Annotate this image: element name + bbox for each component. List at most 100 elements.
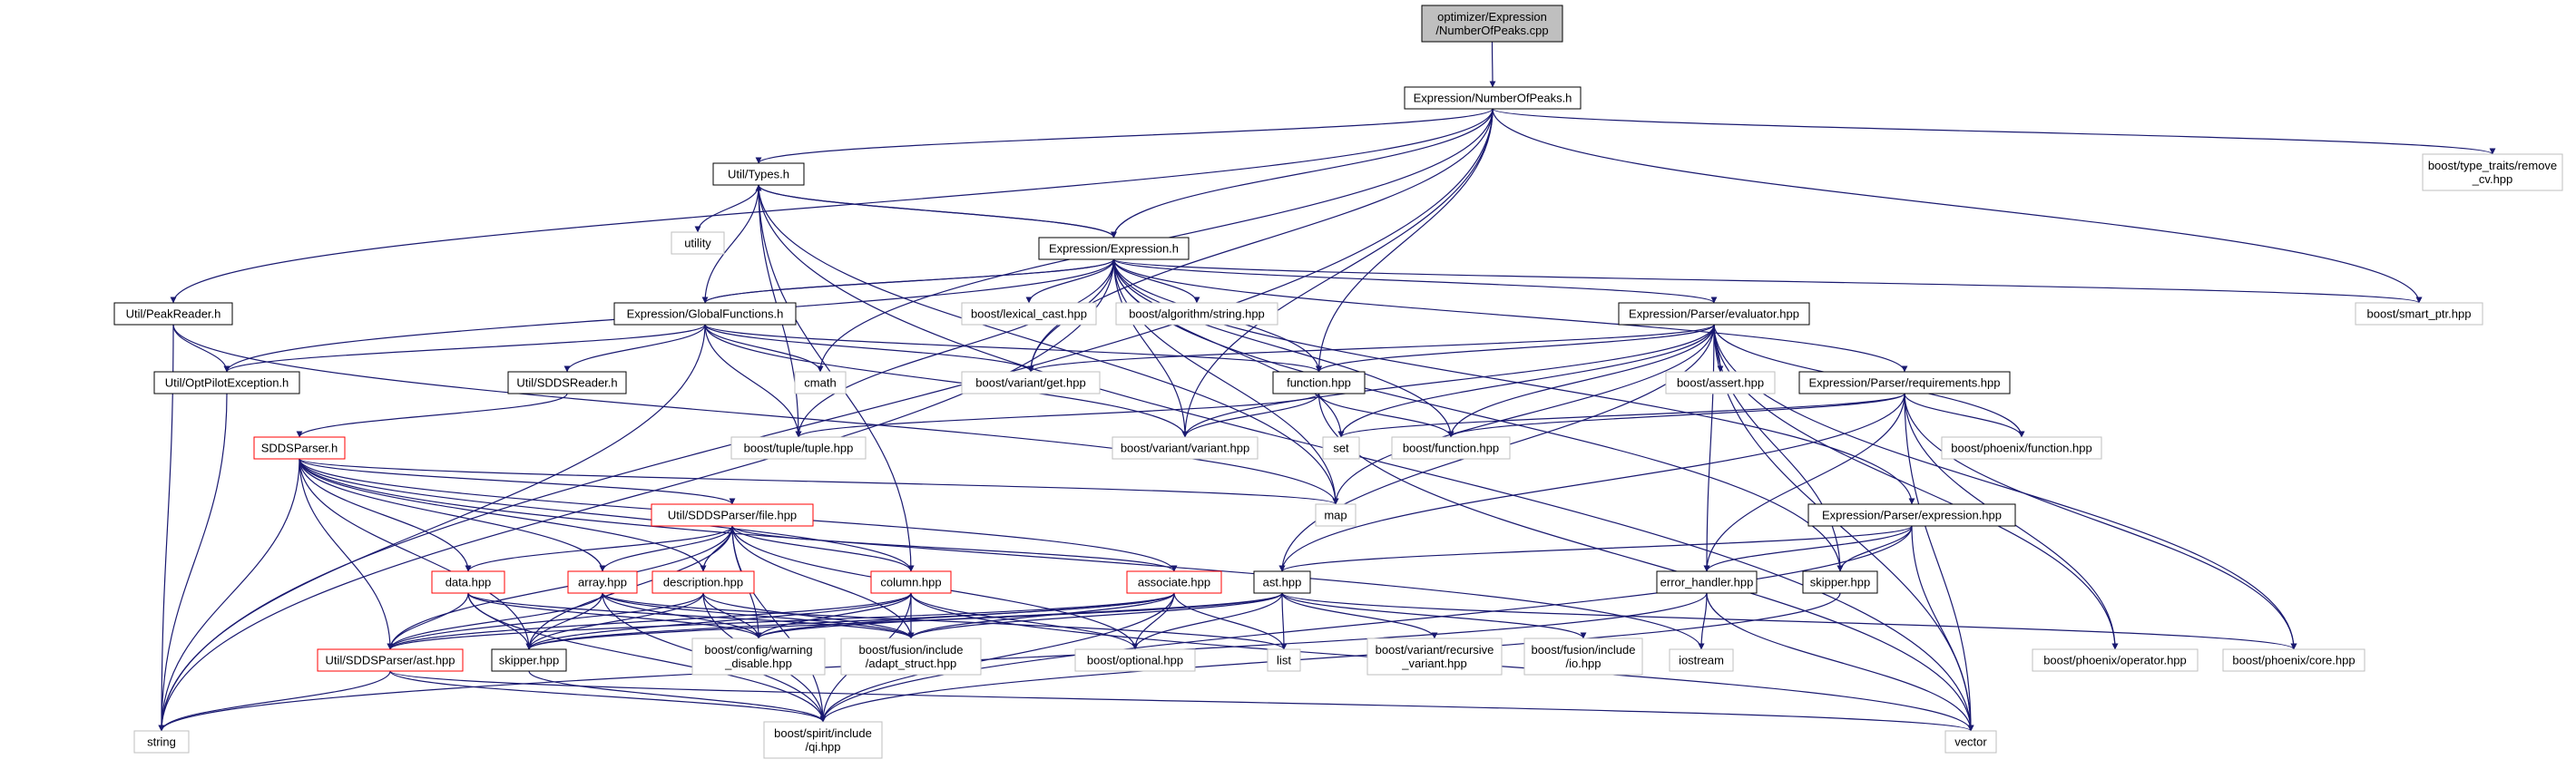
node-qi[interactable]: boost/spirit/include/qi.hpp	[763, 721, 883, 759]
node-algstr[interactable]: boost/algorithm/string.hpp	[1115, 302, 1278, 326]
node-label-vector: vector	[1954, 735, 1987, 749]
node-label-glob: Expression/GlobalFunctions.h	[627, 307, 784, 321]
node-data[interactable]: data.hpp	[431, 570, 505, 594]
node-glob[interactable]: Expression/GlobalFunctions.h	[613, 302, 797, 326]
node-box-evaluator	[1618, 302, 1810, 326]
node-phxcore[interactable]: boost/phoenix/core.hpp	[2222, 648, 2365, 672]
edge-sddsparser-to-data	[299, 458, 472, 572]
edge-sddsparser-to-iostream	[299, 458, 1705, 650]
node-label-iostream: iostream	[1679, 654, 1724, 667]
node-description[interactable]: description.hpp	[651, 570, 755, 594]
node-ast[interactable]: ast.hpp	[1253, 570, 1311, 594]
edge-errhandler-to-iostream	[1698, 592, 1708, 650]
node-box-file	[651, 503, 814, 527]
edge-errhandler-to-vector	[1706, 592, 1974, 732]
edge-types-to-utility	[694, 184, 759, 233]
node-label-qi: boost/spirit/include	[774, 726, 872, 740]
edge-nop-to-varvar	[1181, 108, 1494, 438]
edge-requirements-to-boostfunc	[1447, 393, 1905, 438]
node-label-requirements: Expression/Parser/requirements.hpp	[1809, 376, 2001, 390]
node-label-description: description.hpp	[663, 576, 743, 589]
node-assert[interactable]: boost/assert.hpp	[1665, 371, 1776, 394]
edge-data-to-adapt	[467, 592, 915, 639]
node-file[interactable]: Util/SDDSParser/file.hpp	[651, 503, 814, 527]
edge-sddsast-to-qi	[389, 670, 827, 723]
node-recvariant[interactable]: boost/variant/recursive_variant.hpp	[1366, 638, 1503, 676]
node-column[interactable]: column.hpp	[870, 570, 952, 594]
node-sddsreader[interactable]: Util/SDDSReader.h	[507, 371, 627, 394]
node-optional[interactable]: boost/optional.hpp	[1074, 648, 1196, 672]
node-peak[interactable]: Util/PeakReader.h	[113, 302, 233, 326]
node-evaluator[interactable]: Expression/Parser/evaluator.hpp	[1618, 302, 1810, 326]
node-map[interactable]: map	[1315, 503, 1357, 527]
node-tuple[interactable]: boost/tuple/tuple.hpp	[730, 436, 867, 460]
edge-column-to-skipper1	[525, 592, 912, 650]
node-expression[interactable]: Expression/Parser/expression.hpp	[1807, 503, 2016, 527]
node-remove_cv[interactable]: boost/type_traits/remove_cv.hpp	[2422, 153, 2563, 191]
edge-types-to-map	[758, 184, 1339, 505]
node-skipper2[interactable]: skipper.hpp	[1802, 570, 1878, 594]
edge-description-to-sddsast	[387, 592, 704, 650]
node-sddsast[interactable]: Util/SDDSParser/ast.hpp	[317, 648, 464, 672]
node-utility[interactable]: utility	[671, 231, 725, 255]
node-errhandler[interactable]: error_handler.hpp	[1656, 570, 1758, 594]
node-box-description	[651, 570, 755, 594]
edge-nop-to-remove_cv	[1492, 108, 2496, 155]
edge-expression-to-vector	[1911, 525, 1974, 732]
node-boostfunc[interactable]: boost/function.hpp	[1391, 436, 1511, 460]
node-varvar[interactable]: boost/variant/variant.hpp	[1112, 436, 1259, 460]
node-smartptr[interactable]: boost/smart_ptr.hpp	[2355, 302, 2483, 326]
node-string[interactable]: string	[133, 730, 190, 754]
edge-sddsast-to-vector	[389, 670, 1974, 732]
node-nop[interactable]: Expression/NumberOfPeaks.h	[1404, 86, 1582, 110]
node-label-varget: boost/variant/get.hpp	[975, 376, 1085, 390]
edge-requirements-to-set	[1337, 393, 1905, 438]
node-phxfunc[interactable]: boost/phoenix/function.hpp	[1941, 436, 2102, 460]
edge-function-to-varvar	[1181, 393, 1320, 438]
node-vector[interactable]: vector	[1944, 730, 1997, 754]
edge-root-to-nop	[1489, 41, 1496, 88]
node-list[interactable]: list	[1267, 648, 1301, 672]
edge-types-to-vector	[758, 184, 1974, 732]
node-label-fusionio: boost/fusion/include	[1532, 643, 1636, 657]
node-set[interactable]: set	[1322, 436, 1360, 460]
node-expr[interactable]: Expression/Expression.h	[1038, 237, 1190, 260]
node-cfgwarn[interactable]: boost/config/warning_disable.hpp	[691, 638, 826, 676]
node-label-map: map	[1324, 509, 1347, 522]
node-box-sddsast	[317, 648, 464, 672]
node-requirements[interactable]: Expression/Parser/requirements.hpp	[1798, 371, 2011, 394]
node-box-phxcore	[2222, 648, 2365, 672]
edge-nop-to-types	[755, 108, 1494, 164]
node-cmath[interactable]: cmath	[794, 371, 847, 394]
node-fusionio[interactable]: boost/fusion/include/io.hpp	[1523, 638, 1643, 676]
node-varget[interactable]: boost/variant/get.hpp	[961, 371, 1101, 394]
node-root[interactable]: optimizer/Expression/NumberOfPeaks.cpp	[1421, 5, 1563, 43]
edge-requirements-to-phxcore	[1904, 393, 2297, 650]
node-label-associate: associate.hpp	[1138, 576, 1210, 589]
node-lexcast[interactable]: boost/lexical_cast.hpp	[961, 302, 1097, 326]
edge-array-to-cfgwarn	[602, 592, 762, 639]
edge-ast-to-fusionio	[1281, 592, 1587, 639]
node-label-optexc: Util/OptPilotException.h	[165, 376, 289, 390]
node-types[interactable]: Util/Types.h	[712, 162, 805, 186]
node-phxop[interactable]: boost/phoenix/operator.hpp	[2032, 648, 2199, 672]
edge-glob-to-tuple	[704, 324, 802, 438]
edge-associate-to-cfgwarn	[755, 592, 1175, 639]
edge-column-to-sddsast	[387, 592, 912, 650]
node-function[interactable]: function.hpp	[1272, 371, 1366, 394]
edge-glob-to-function	[704, 324, 1322, 373]
node-label-remove_cv: boost/type_traits/remove	[2428, 159, 2557, 172]
node-skipper1[interactable]: skipper.hpp	[491, 648, 567, 672]
node-label-recvariant: boost/variant/recursive	[1376, 643, 1494, 657]
edge-expression-to-errhandler	[1703, 525, 1913, 572]
node-adapt[interactable]: boost/fusion/include/adapt_struct.hpp	[840, 638, 982, 676]
node-sddsparser[interactable]: SDDSParser.h	[253, 436, 346, 460]
node-associate[interactable]: associate.hpp	[1126, 570, 1222, 594]
node-label-remove_cv: _cv.hpp	[2472, 172, 2513, 186]
node-iostream[interactable]: iostream	[1669, 648, 1734, 672]
node-optexc[interactable]: Util/OptPilotException.h	[153, 371, 300, 394]
node-box-glob	[613, 302, 797, 326]
node-label-cmath: cmath	[804, 376, 836, 390]
node-array[interactable]: array.hpp	[567, 570, 638, 594]
edge-skipper1-to-qi	[528, 670, 827, 723]
